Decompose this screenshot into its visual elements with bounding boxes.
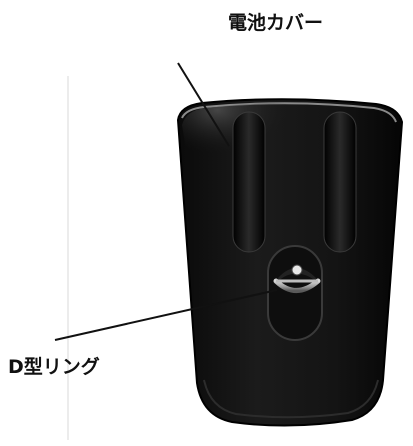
lower-body-highlight — [203, 379, 379, 419]
callout-line-battery-cover — [177, 62, 230, 147]
d-ring — [273, 264, 321, 293]
callout-line-d-ring — [54, 289, 278, 341]
label-d-ring: D型リング — [8, 356, 100, 378]
right-ridge — [323, 111, 357, 253]
label-battery-cover: 電池カバー — [228, 12, 324, 34]
left-ridge — [232, 111, 266, 253]
